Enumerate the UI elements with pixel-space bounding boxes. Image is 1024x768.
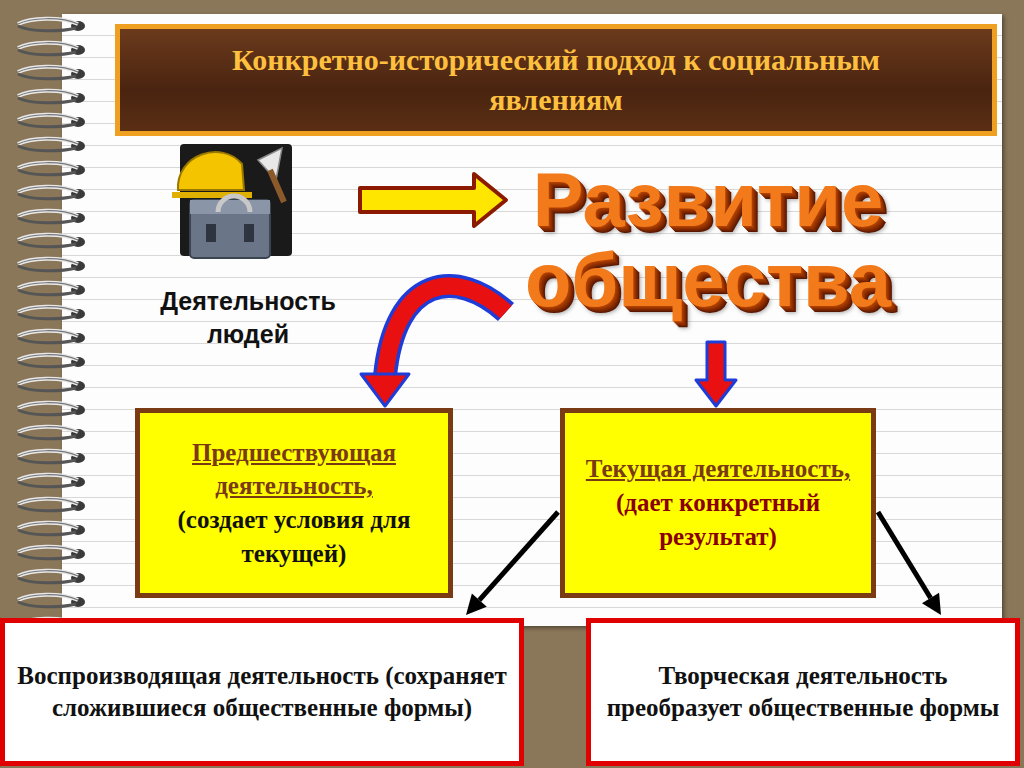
connector-arrow bbox=[878, 512, 941, 615]
node-heading: Воспроизводящая деятельность (сохраняет … bbox=[17, 660, 507, 725]
activity-label: Деятельность людей bbox=[128, 262, 368, 354]
result-box: Воспроизводящая деятельность (сохраняет … bbox=[0, 618, 524, 766]
worker-icon bbox=[172, 140, 302, 265]
connector-arrow bbox=[361, 286, 506, 406]
connector-arrow bbox=[360, 174, 506, 226]
process-box: Предшествующая деятельность,(создает усл… bbox=[135, 408, 453, 598]
node-heading: Деятельность людей bbox=[128, 285, 368, 350]
process-box: Текущая деятельность,(дает конкретный ре… bbox=[560, 408, 876, 598]
node-heading: Развитие общества bbox=[498, 160, 918, 320]
node-heading: Творческая деятельность преобразует обще… bbox=[603, 660, 1003, 725]
node-heading: Текущая деятельность, bbox=[586, 452, 850, 486]
node-body: (дает конкретный результат) bbox=[575, 486, 861, 554]
connector-arrow bbox=[466, 512, 558, 615]
node-heading: Предшествующая деятельность, bbox=[150, 436, 438, 504]
notebook-spiral bbox=[0, 14, 112, 626]
development-heading: Развитие общества bbox=[498, 140, 918, 340]
title-banner: Конкретно-исторический подход к социальн… bbox=[115, 24, 997, 136]
node-body: (создает условия для текущей) bbox=[150, 503, 438, 571]
result-box: Творческая деятельность преобразует обще… bbox=[586, 618, 1020, 766]
connector-arrow bbox=[696, 342, 736, 406]
